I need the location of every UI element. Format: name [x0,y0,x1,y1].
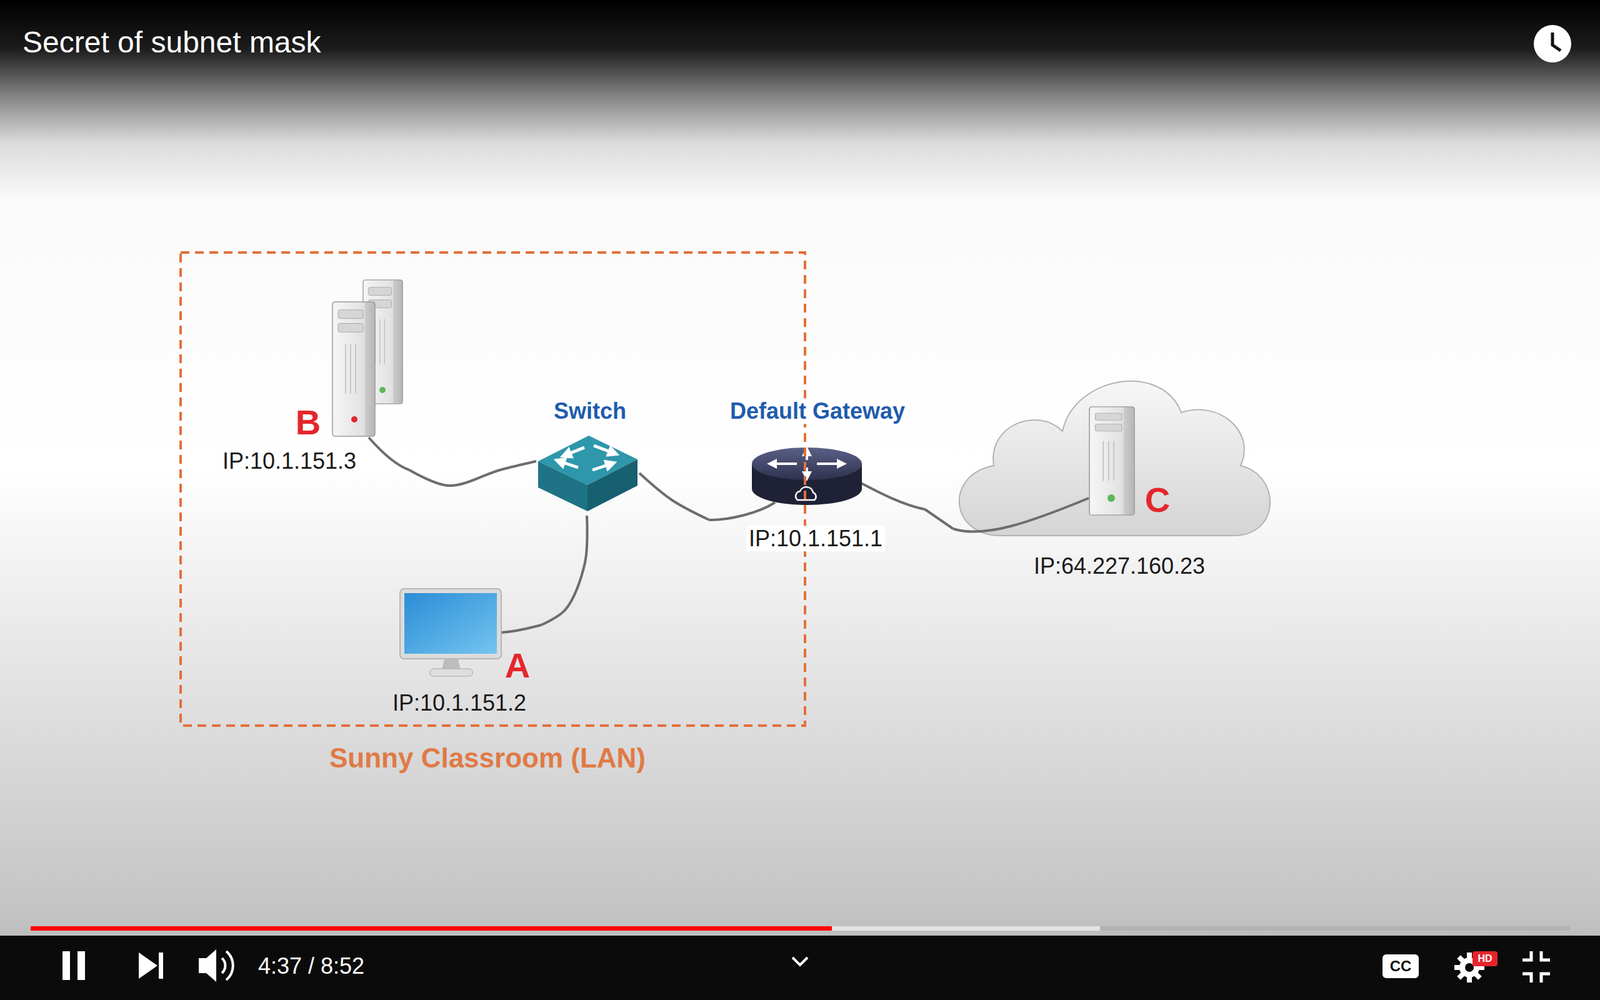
network-cable [541,515,588,625]
chevron-icon [792,957,808,965]
ip-address: IP:10.1.151.3 [222,448,357,474]
network-cable [925,509,954,529]
volume-icon [198,949,234,982]
lan-region: Sunny Classroom (LAN)BIP:10.1.151.3Switc… [179,251,807,727]
lan-boundary [179,251,807,727]
computer-icon [400,588,502,677]
device-name: Default Gateway [727,398,908,424]
router-node: Default GatewayIP:10.1.151.1 [709,390,925,556]
captions-button [1382,954,1419,979]
frame-ground [0,0,1600,938]
ip-address: IP:64.227.160.23 [1033,553,1205,579]
node-letter: A [505,645,530,686]
video-title: Secret of subnet mask [22,25,322,60]
playback-time: 4:37 / 8:52 [258,953,365,979]
internet-cloud [953,381,1270,536]
server-b-icon [332,280,403,437]
control-bar [0,935,1600,1000]
switch-node: Switch [536,390,640,516]
ip-address: IP:10.1.151.2 [392,690,527,716]
next-icon [138,952,164,979]
computer-node: A IP:10.1.151.2 [373,581,542,722]
hd-badge-text: HD [1477,953,1492,965]
ip-address: IP:10.1.151.1 [746,525,885,552]
cloud-server-node: C IP:64.227.160.23 [953,371,1272,585]
node-letter: B [295,402,321,443]
node-letter: C [1145,480,1170,520]
progress-bar [30,926,1570,931]
network-cable [409,461,537,486]
pause-icon [62,951,85,980]
lan-name: Sunny Classroom (LAN) [329,742,646,775]
switch-icon [538,435,638,512]
device-name: Switch [553,398,627,424]
network-cable [639,473,710,520]
captions-label: CC [1390,957,1412,975]
router-icon [751,447,862,505]
server-node: B IP:10.1.151.3 [200,275,410,479]
hd-badge-ground [1472,951,1498,967]
exit-fullscreen-icon [1522,951,1550,983]
clock-icon [1533,25,1572,63]
